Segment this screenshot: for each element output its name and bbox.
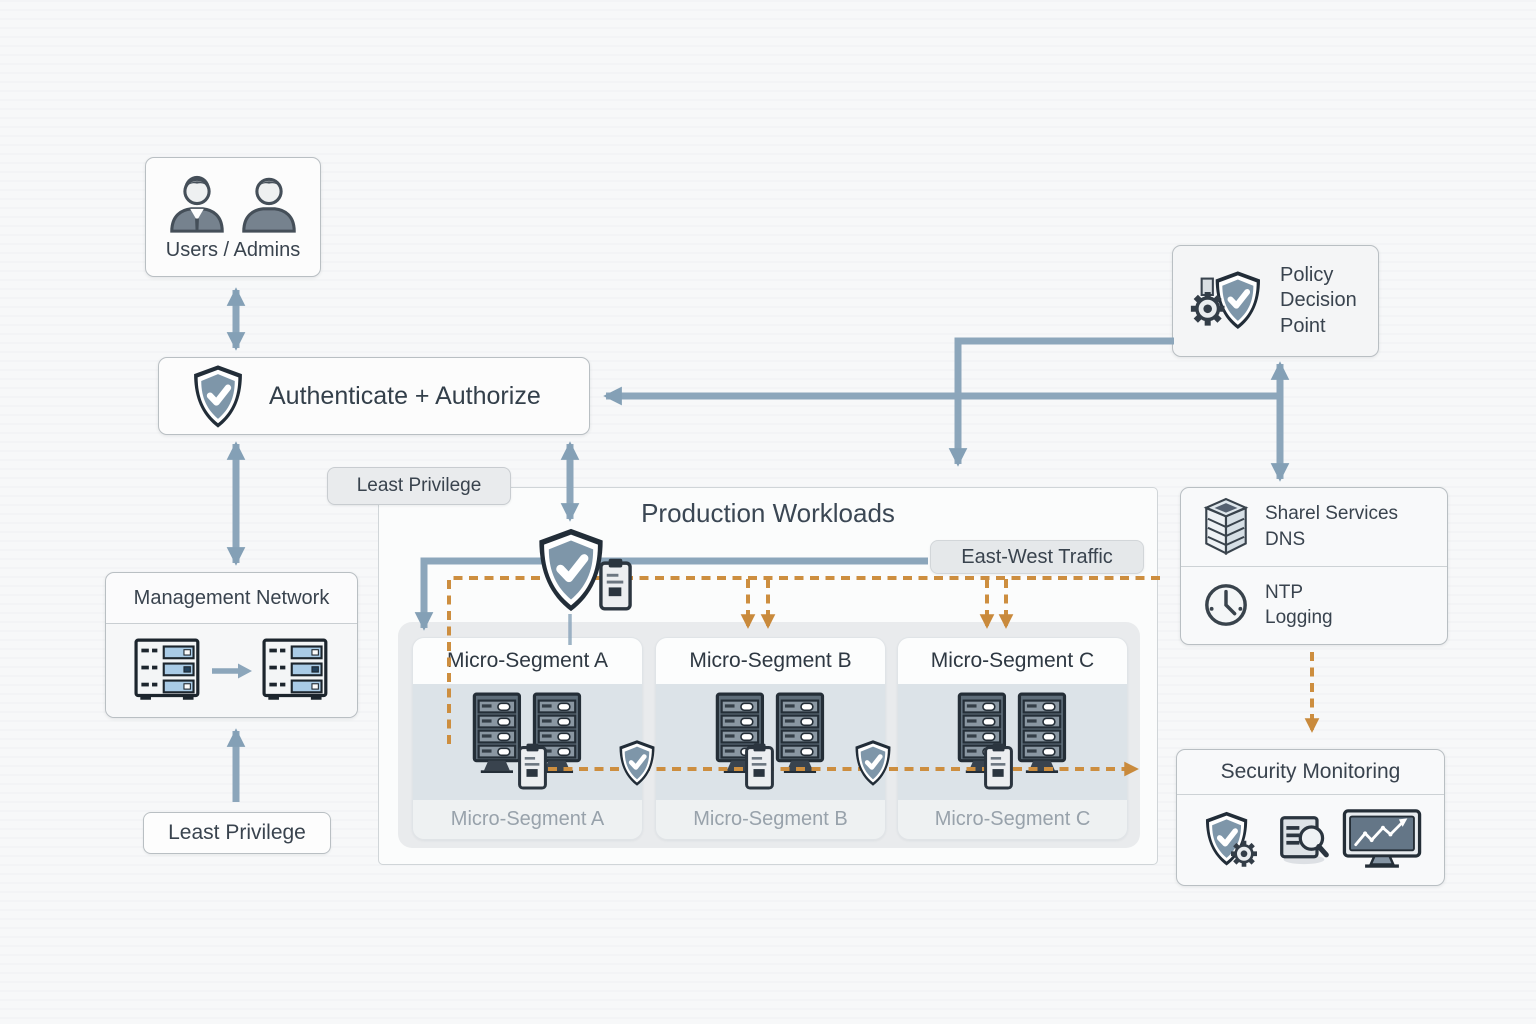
micro-segment-a-title: Micro-Segment A bbox=[413, 638, 642, 684]
server-cabinet-icon bbox=[132, 638, 204, 704]
ntp-label: NTP bbox=[1265, 581, 1303, 603]
user-suit-icon bbox=[166, 173, 228, 235]
least-privilege-bottom-label: Least Privilege bbox=[168, 821, 306, 844]
shield-check-icon bbox=[189, 363, 247, 430]
shield-gear-icon bbox=[1200, 809, 1266, 871]
authenticate-authorize-box: Authenticate + Authorize bbox=[158, 357, 590, 435]
user-plain-icon bbox=[238, 173, 300, 235]
shared-services-label: Sharel Services bbox=[1265, 503, 1399, 525]
segment-bc-shield-icon bbox=[852, 736, 894, 795]
logging-label: Logging bbox=[1265, 607, 1333, 629]
production-policy-clipboard-icon bbox=[598, 557, 633, 617]
least-privilege-top-label: Least Privilege bbox=[356, 475, 482, 496]
micro-segment-a-footer: Micro-Segment A bbox=[413, 800, 642, 839]
security-monitoring-title: Security Monitoring bbox=[1177, 750, 1444, 795]
policy-decision-point-label: Policy Decision Point bbox=[1280, 263, 1357, 337]
users-admins-label: Users / Admins bbox=[165, 238, 301, 261]
segment-b-clipboard-icon bbox=[744, 742, 775, 796]
monitor-trend-chart-icon bbox=[1342, 809, 1422, 871]
segment-ab-shield-icon bbox=[616, 736, 658, 795]
least-privilege-pill-bottom: Least Privilege bbox=[143, 812, 331, 854]
shared-services-box: Sharel Services DNS NTP Logging bbox=[1180, 487, 1448, 645]
east-west-traffic-pill: East-West Traffic bbox=[930, 540, 1144, 574]
right-arrow-icon bbox=[211, 663, 252, 678]
segment-a-clipboard-icon bbox=[517, 742, 548, 796]
micro-segment-c-card: Micro-Segment C Micro-Segment C bbox=[897, 637, 1128, 840]
shared-services-row-dns: Sharel Services DNS bbox=[1181, 488, 1447, 567]
stacked-servers-icon bbox=[1203, 497, 1249, 557]
least-privilege-pill-top: Least Privilege bbox=[327, 467, 511, 505]
segment-c-clipboard-icon bbox=[983, 742, 1014, 796]
gear-shield-check-icon bbox=[1187, 267, 1268, 335]
micro-segment-c-footer: Micro-Segment C bbox=[898, 800, 1127, 839]
dns-label: DNS bbox=[1265, 528, 1306, 550]
shared-services-row-ntp: NTP Logging bbox=[1181, 567, 1447, 645]
management-network-box: Management Network bbox=[105, 572, 358, 718]
users-admins-box: Users / Admins bbox=[145, 157, 321, 277]
policy-decision-point-box: Policy Decision Point bbox=[1172, 245, 1379, 357]
management-network-title: Management Network bbox=[106, 573, 357, 624]
micro-segment-c-title: Micro-Segment C bbox=[898, 638, 1127, 684]
micro-segment-b-title: Micro-Segment B bbox=[656, 638, 885, 684]
security-monitoring-icons bbox=[1177, 795, 1444, 885]
server-cabinet-icon bbox=[260, 638, 332, 704]
security-monitoring-box: Security Monitoring bbox=[1176, 749, 1445, 886]
log-magnifier-icon bbox=[1276, 814, 1332, 866]
micro-segment-a-card: Micro-Segment A Micro-Segment A bbox=[412, 637, 643, 840]
arrow-pdp-to-production bbox=[948, 337, 1174, 467]
east-west-traffic-label: East-West Traffic bbox=[961, 545, 1113, 568]
management-network-body bbox=[106, 624, 357, 717]
micro-segment-b-footer: Micro-Segment B bbox=[656, 800, 885, 839]
production-workloads-title: Production Workloads bbox=[641, 498, 895, 528]
clock-icon bbox=[1203, 582, 1249, 628]
authenticate-authorize-label: Authenticate + Authorize bbox=[269, 381, 541, 410]
